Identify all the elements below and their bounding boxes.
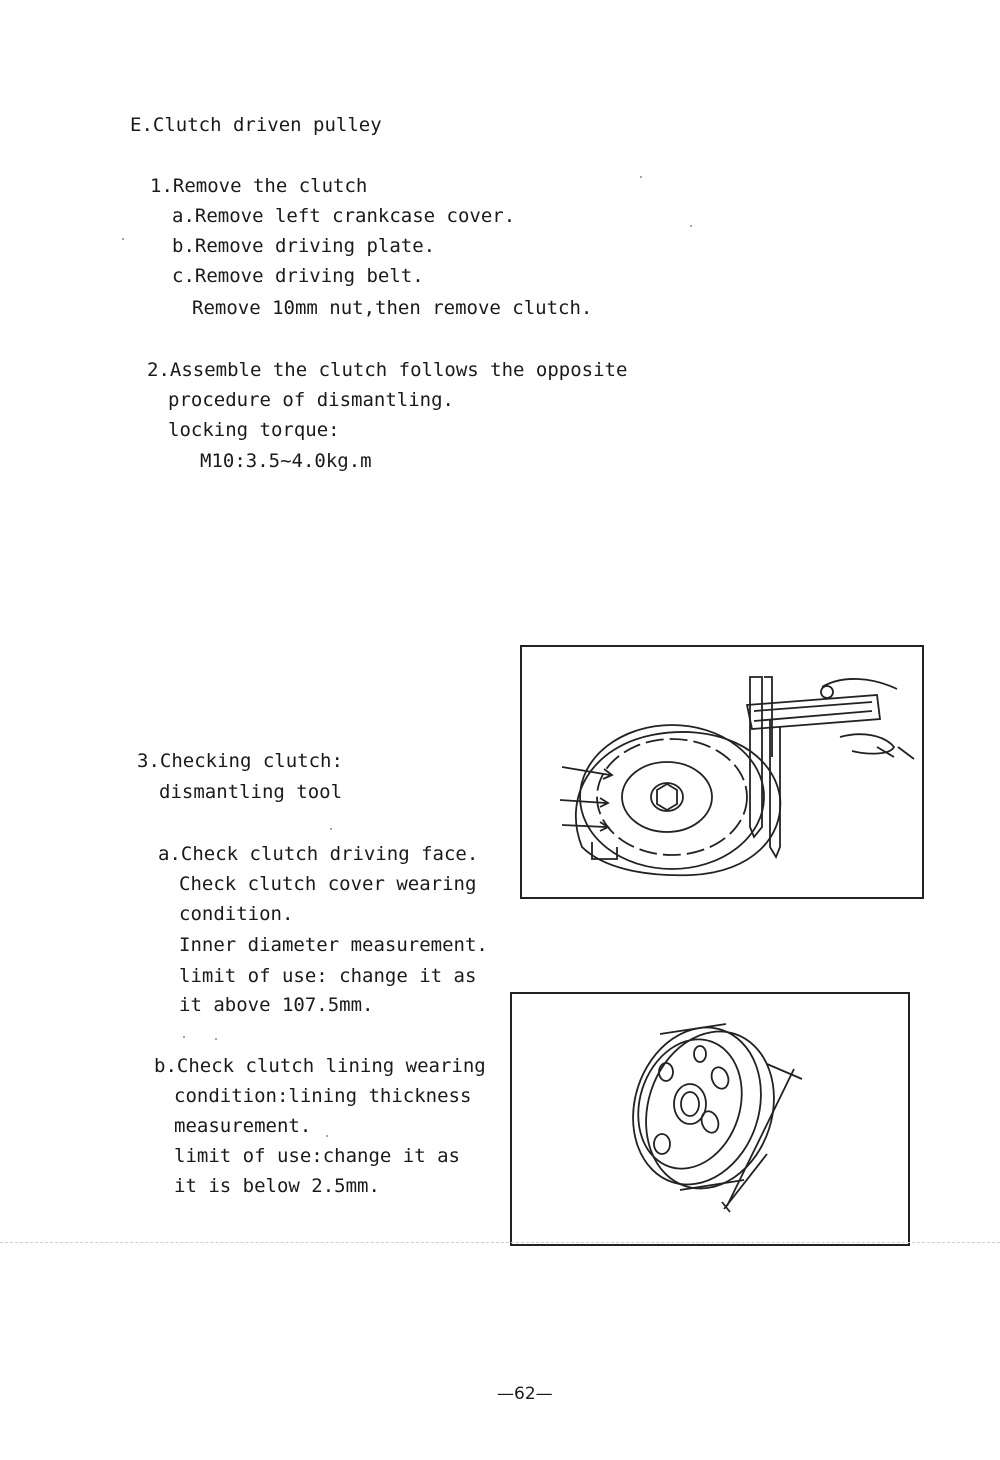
step1-heading: 1.Remove the clutch [150,175,368,197]
clutch-drum-illustration [632,1023,803,1213]
speck [326,1135,328,1137]
check-b-line-2: condition:lining thickness [174,1085,472,1107]
check-b-line-5: it is below 2.5mm. [174,1175,380,1197]
check-a-line-1: a.Check clutch driving face. [158,843,479,865]
step1-item-b: b.Remove driving plate. [172,235,436,257]
torque-value: M10:3.5~4.0kg.m [200,450,372,472]
check-a-line-6: it above 107.5mm. [179,994,374,1016]
step1-item-d: Remove 10mm nut,then remove clutch. [192,297,593,319]
step1-item-a: a.Remove left crankcase cover. [172,205,516,227]
step3-subheading: dismantling tool [159,781,343,803]
speck [330,828,332,830]
speck [215,1038,217,1040]
step2-line-2: procedure of dismantling. [168,389,454,411]
step1-item-c: c.Remove driving belt. [172,265,424,287]
check-a-line-4: Inner diameter measurement. [179,934,488,956]
check-a-line-2: Check clutch cover wearing [179,873,477,895]
section-title: E.Clutch driven pulley [130,114,382,136]
caliper-figure [520,645,924,899]
speck [122,238,124,240]
check-b-line-4: limit of use:change it as [174,1145,460,1167]
check-a-line-5: limit of use: change it as [179,965,477,987]
step3-heading: 3.Checking clutch: [137,750,343,772]
check-a-line-3: condition. [179,903,294,925]
step2-line-3: locking torque: [168,419,340,441]
speck [690,225,692,227]
caliper-measuring-clutch-illustration [559,676,915,877]
scan-line [0,1242,1000,1243]
speck [640,176,642,178]
step2-line-1: 2.Assemble the clutch follows the opposi… [147,359,628,381]
check-b-line-3: measurement. [174,1115,312,1137]
speck [183,1036,185,1038]
drum-figure [510,992,910,1246]
check-b-line-1: b.Check clutch lining wearing [154,1055,486,1077]
page-number: —62— [497,1384,553,1404]
